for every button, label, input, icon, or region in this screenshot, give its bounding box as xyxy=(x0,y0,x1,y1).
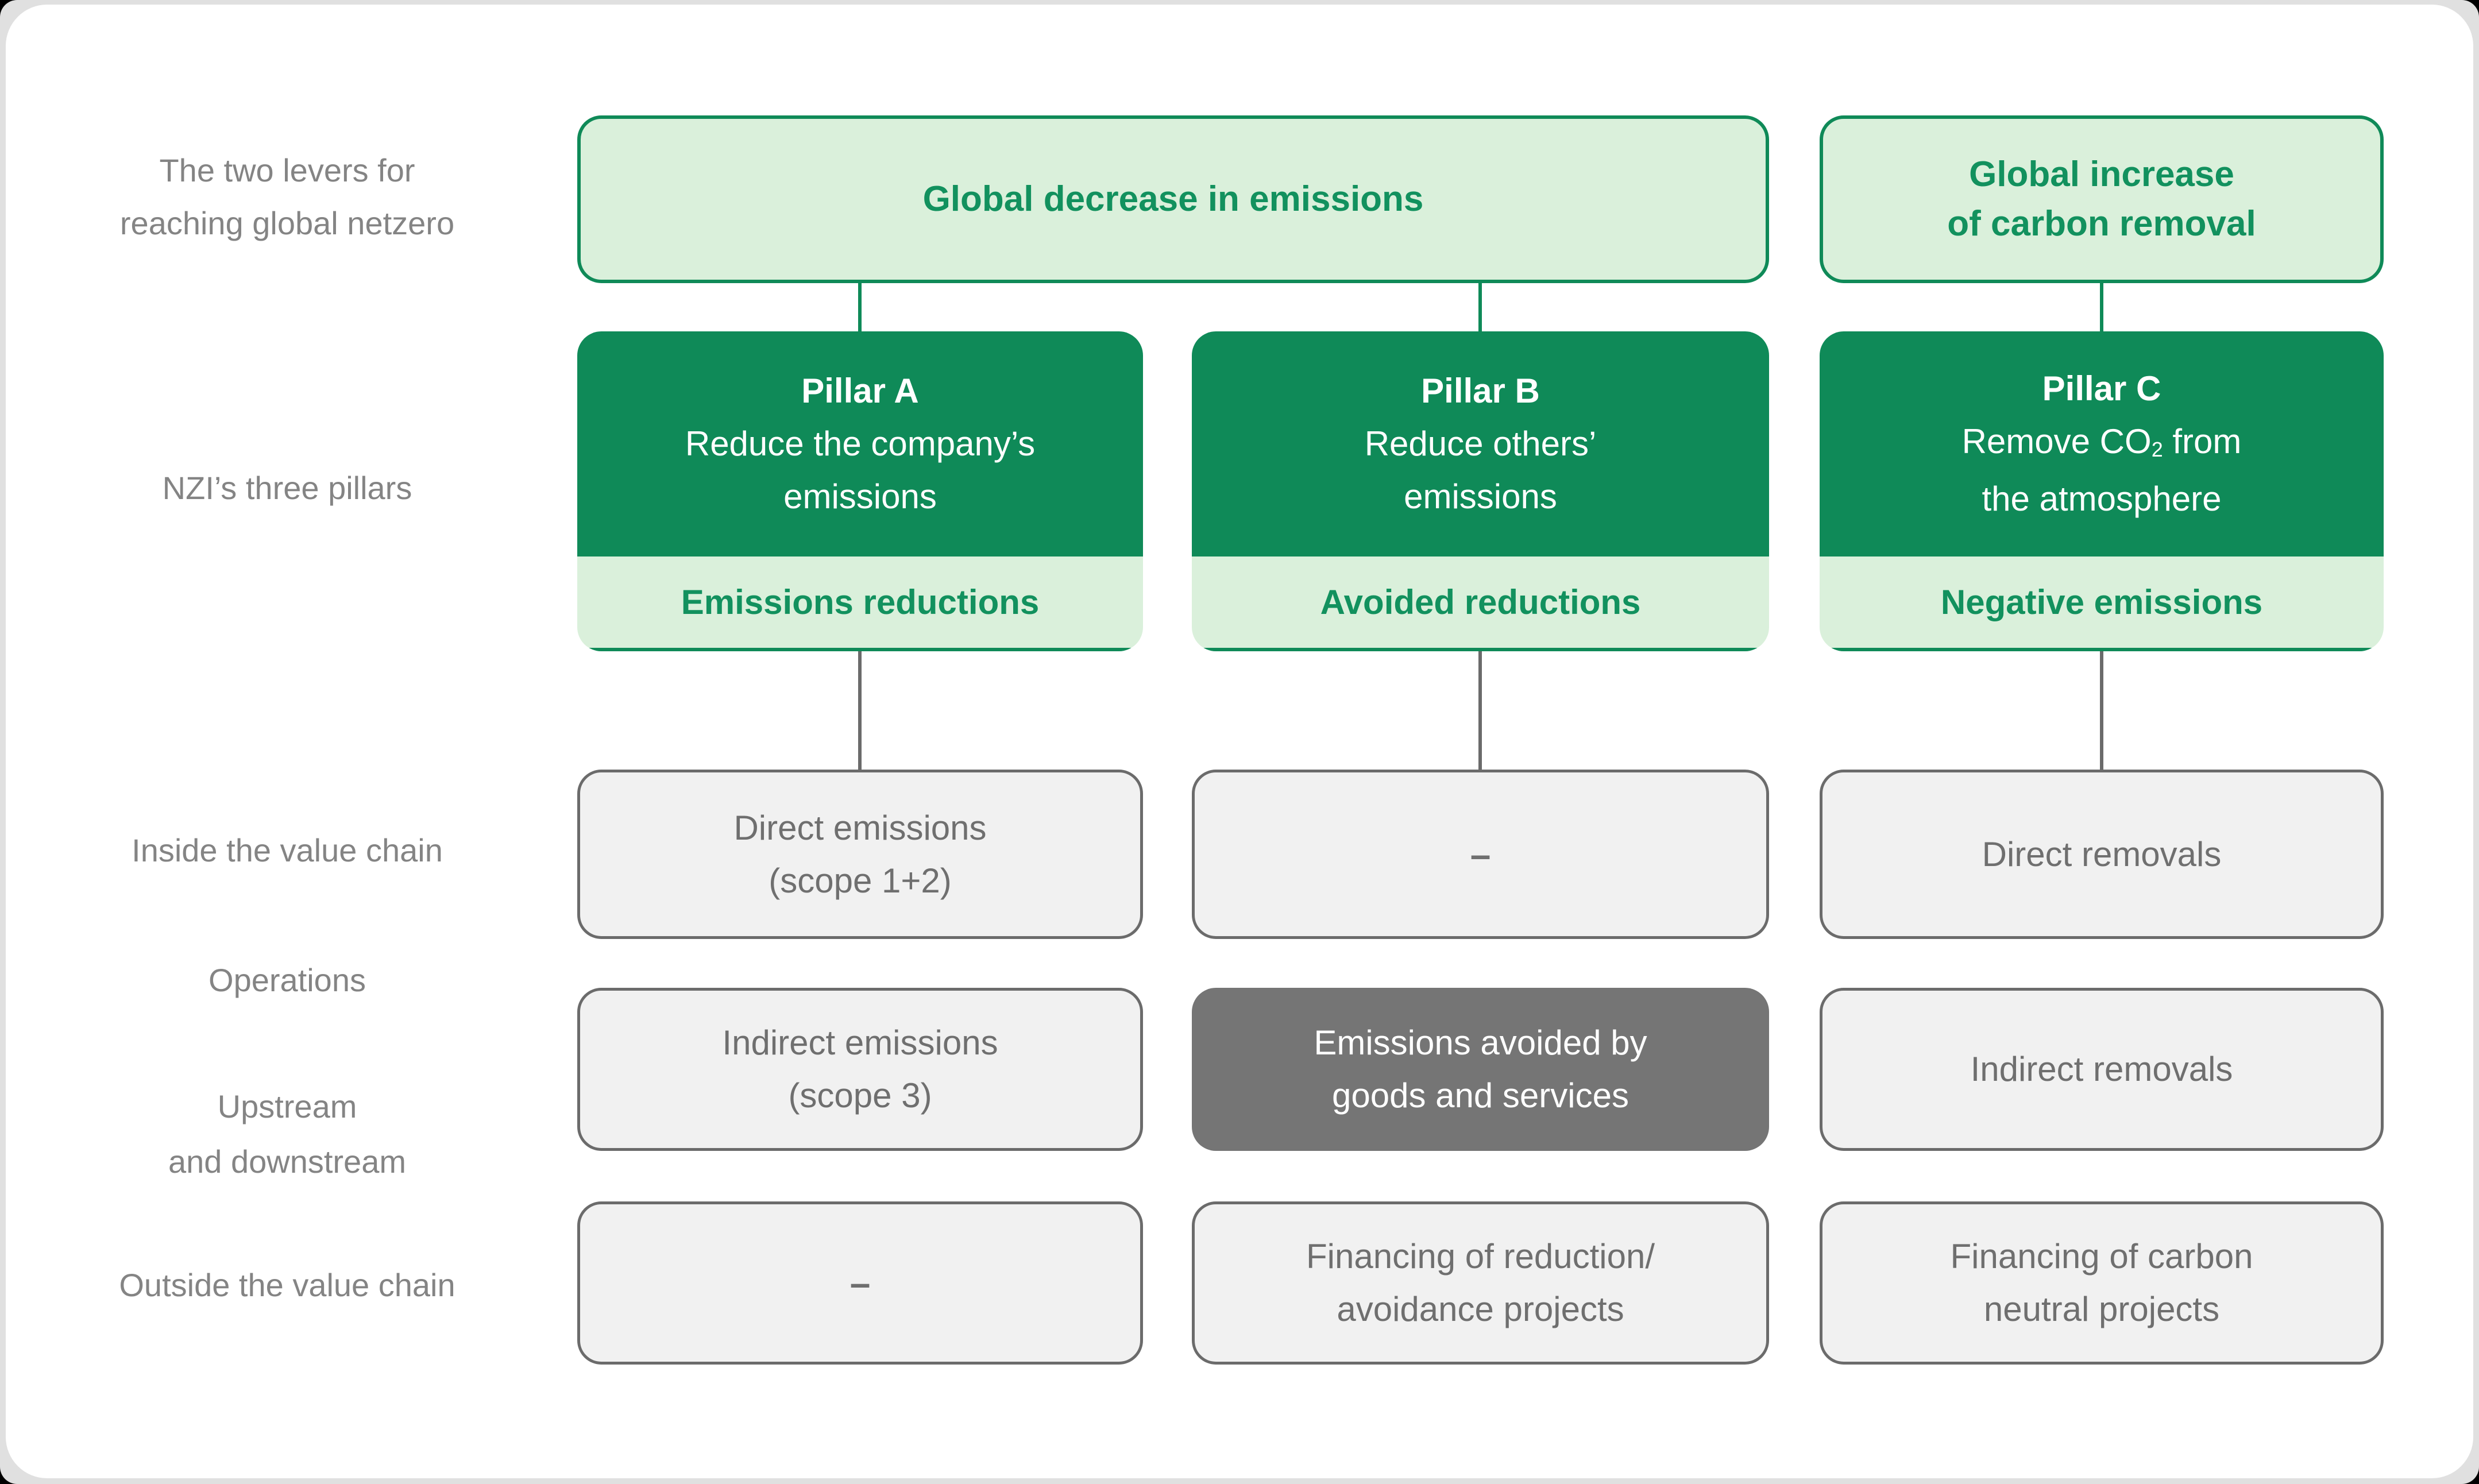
pillar-c-desc-post: from the atmosphere xyxy=(1982,422,2242,518)
pillar-c-box: Pillar C Remove CO2 from the atmosphere … xyxy=(1820,331,2384,651)
lever-box-global-decrease-text: Global decrease in emissions xyxy=(922,179,1424,219)
lever-box-global-decrease: Global decrease in emissions xyxy=(577,115,1769,283)
pillar-c-desc: Remove CO2 from the atmosphere xyxy=(1962,415,2242,525)
pillar-a-header: Pillar A Reduce the company’s emissions xyxy=(577,331,1143,556)
pillar-b-tag: Avoided reductions xyxy=(1192,556,1769,651)
pillar-b-header: Pillar B Reduce others’ emissions xyxy=(1192,331,1769,556)
lever-box-global-increase-text: Global increase of carbon removal xyxy=(1947,154,2256,244)
pillar-c-title: Pillar C xyxy=(2042,369,2161,408)
connector-green-pillar-c xyxy=(2100,281,2103,333)
pillar-c-tag: Negative emissions xyxy=(1820,556,2384,651)
pillar-b-title: Pillar B xyxy=(1421,372,1540,410)
pillar-a-tag: Emissions reductions xyxy=(577,556,1143,651)
pillar-b-box: Pillar B Reduce others’ emissions Avoide… xyxy=(1192,331,1769,651)
cell-indirect-removals: Indirect removals xyxy=(1820,988,2384,1151)
lever-box-global-increase: Global increase of carbon removal xyxy=(1820,115,2384,283)
cell-indirect-emissions: Indirect emissions (scope 3) xyxy=(577,988,1143,1151)
pillar-a-box: Pillar A Reduce the company’s emissions … xyxy=(577,331,1143,651)
pillar-c-desc-pre: Remove CO xyxy=(1961,422,2152,461)
cell-direct-emissions: Direct emissions (scope 1+2) xyxy=(577,770,1143,939)
label-operations: Operations xyxy=(208,962,366,998)
pillar-b-desc: Reduce others’ emissions xyxy=(1364,424,1597,516)
cell-financing-carbon-neutral: Financing of carbon neutral projects xyxy=(1820,1201,2384,1365)
label-outside-value-chain: Outside the value chain xyxy=(119,1267,455,1303)
co2-subscript: 2 xyxy=(2151,438,2163,462)
label-three-pillars: NZI’s three pillars xyxy=(162,470,412,506)
pillar-c-header: Pillar C Remove CO2 from the atmosphere xyxy=(1820,331,2384,556)
cell-dash-row3-col1: – xyxy=(577,1201,1143,1365)
connector-green-pillar-a xyxy=(858,281,862,333)
pillar-a-desc: Reduce the company’s emissions xyxy=(685,424,1036,516)
pillar-a-title: Pillar A xyxy=(801,372,919,410)
label-two-levers: The two levers for reaching global netze… xyxy=(119,152,455,241)
connector-gray-col3 xyxy=(2100,651,2103,770)
connector-green-pillar-b xyxy=(1478,281,1482,333)
connector-gray-col2 xyxy=(1478,651,1482,770)
connector-gray-col1 xyxy=(858,651,862,770)
label-inside-value-chain: Inside the value chain xyxy=(132,832,443,868)
cell-direct-removals: Direct removals xyxy=(1820,770,2384,939)
label-upstream-downstream: Upstream and downstream xyxy=(168,1088,406,1180)
cell-dash-row1-col2: – xyxy=(1192,770,1769,939)
cell-financing-reduction: Financing of reduction/ avoidance projec… xyxy=(1192,1201,1769,1365)
cell-emissions-avoided: Emissions avoided by goods and services xyxy=(1192,988,1769,1151)
